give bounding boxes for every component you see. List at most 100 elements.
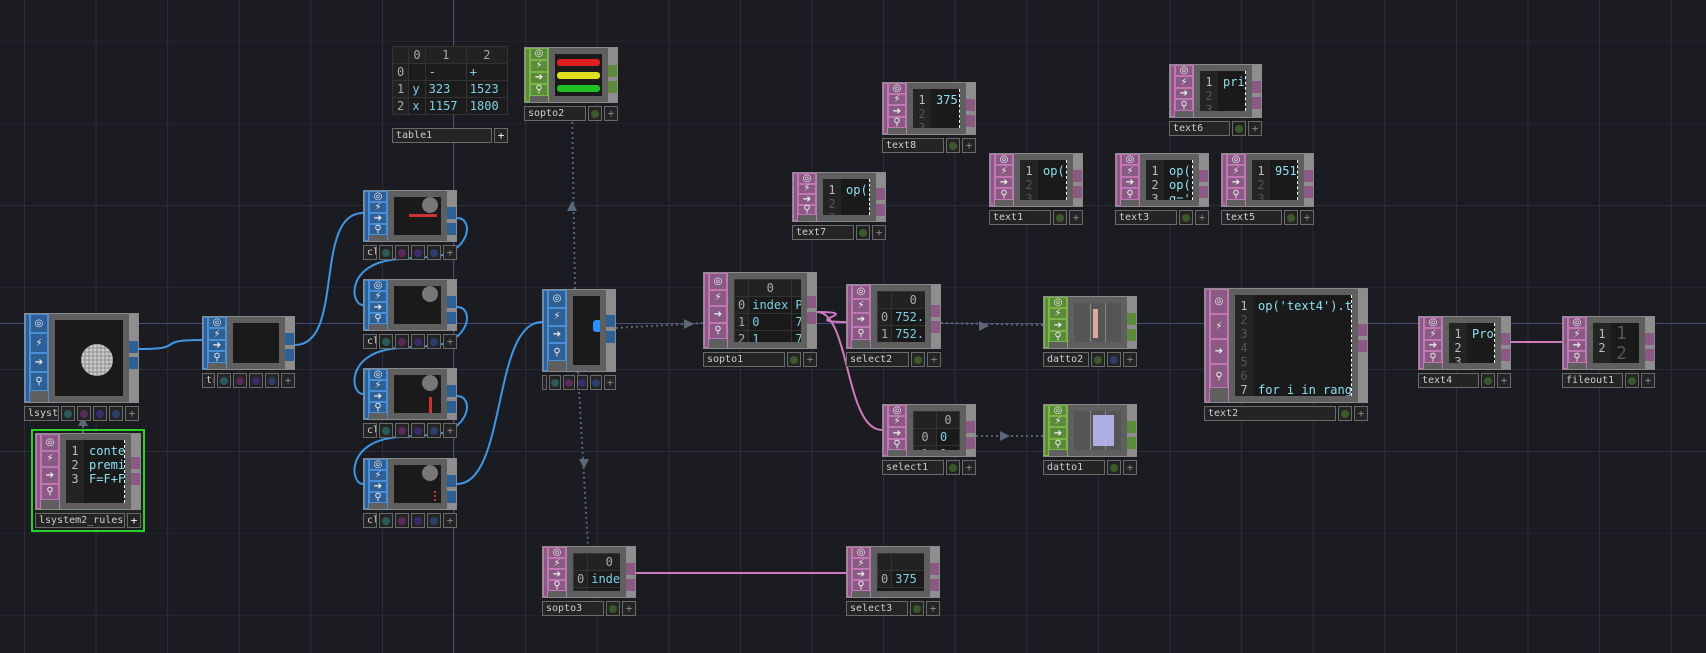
node-name[interactable]: text7	[792, 225, 854, 240]
output-connector[interactable]	[966, 114, 975, 127]
node-name[interactable]: null1	[542, 375, 547, 390]
output-connector[interactable]	[1199, 186, 1208, 199]
table-cell[interactable]	[408, 63, 426, 81]
node-name[interactable]: lsystem2	[24, 406, 59, 421]
output-connector[interactable]	[930, 562, 939, 575]
bypass-icon[interactable]: ⚡	[709, 289, 727, 306]
node-sopto2[interactable]: ◎⚡➔⚲ sopto2 +	[524, 47, 618, 121]
lock-icon[interactable]: ⚲	[1424, 351, 1442, 363]
node-flag-button[interactable]	[911, 352, 925, 367]
output-connector[interactable]	[606, 330, 615, 343]
bypass-icon[interactable]: ⚡	[852, 558, 870, 569]
add-icon[interactable]: +	[127, 513, 141, 528]
node-flag-button[interactable]	[411, 513, 425, 528]
output-connector[interactable]	[606, 314, 615, 327]
table-cell[interactable]: 1	[391, 80, 410, 98]
output-connector[interactable]	[1501, 333, 1510, 346]
add-icon[interactable]: +	[125, 406, 139, 421]
viewer-toggle-icon[interactable]: ◎	[369, 369, 387, 380]
bypass-icon[interactable]: ⚡	[30, 333, 48, 353]
node-select1[interactable]: ◎⚡➔⚲ 00011 select1 +	[882, 404, 976, 475]
node-lsystem2[interactable]: ◎⚡➔⚲ lsystem2 +	[24, 313, 139, 421]
lock-icon[interactable]: ⚲	[1227, 188, 1245, 200]
viewer-toggle-icon[interactable]: ◎	[852, 285, 870, 299]
bypass-icon[interactable]: ⚡	[995, 165, 1013, 177]
add-icon[interactable]: +	[604, 106, 618, 121]
output-connector[interactable]	[447, 384, 456, 397]
node-viewer[interactable]	[573, 296, 600, 365]
node-flag-button[interactable]	[910, 601, 924, 616]
output-connector[interactable]	[608, 64, 617, 77]
lock-icon[interactable]: ⚲	[1175, 99, 1193, 111]
bypass-icon[interactable]: ⚡	[1424, 328, 1442, 340]
node-flag-button[interactable]	[427, 334, 441, 349]
add-icon[interactable]: +	[962, 138, 976, 153]
output-connector[interactable]	[626, 578, 635, 591]
node-viewer[interactable]: 123context_igrpremise:F++F=F+F++F++F	[66, 440, 125, 503]
node-name[interactable]: table1	[392, 128, 492, 143]
output-connector[interactable]	[966, 436, 975, 449]
node-flag-button[interactable]	[1107, 352, 1121, 367]
output-connector[interactable]	[447, 295, 456, 308]
cook-icon[interactable]: ➔	[369, 302, 387, 313]
node-name[interactable]: fileout1	[1562, 373, 1623, 388]
table-cell[interactable]: x	[408, 97, 426, 115]
viewer-toggle-icon[interactable]: ◎	[208, 317, 226, 329]
output-connector[interactable]	[807, 312, 816, 325]
node-flag-button[interactable]	[61, 406, 75, 421]
node-name[interactable]: select2	[846, 352, 909, 367]
table-cell[interactable]: 1523	[465, 80, 509, 98]
wire-clip4-null1[interactable]	[456, 321, 543, 485]
lock-icon[interactable]: ⚲	[1568, 351, 1586, 363]
viewer-toggle-icon[interactable]: ◎	[1210, 289, 1228, 314]
node-viewer[interactable]	[1074, 411, 1121, 450]
node-flag-button[interactable]	[1053, 210, 1067, 225]
bypass-icon[interactable]: ⚡	[1121, 165, 1139, 177]
node-name[interactable]: text4	[1418, 373, 1479, 388]
lock-icon[interactable]: ⚲	[41, 483, 59, 500]
lock-icon[interactable]: ⚲	[888, 438, 906, 450]
add-icon[interactable]: +	[1300, 210, 1314, 225]
node-viewer[interactable]	[555, 54, 602, 96]
bypass-icon[interactable]: ⚡	[530, 59, 548, 72]
output-connector[interactable]	[1304, 170, 1313, 183]
output-connector[interactable]	[447, 474, 456, 487]
output-connector[interactable]	[129, 357, 138, 369]
output-connector[interactable]	[285, 333, 294, 346]
viewer-toggle-icon[interactable]: ◎	[369, 191, 387, 202]
cook-icon[interactable]: ➔	[369, 391, 387, 402]
node-text6[interactable]: ◎⚡➔⚲ 123print( text6 +	[1169, 64, 1262, 136]
table-cell[interactable]: 323	[424, 80, 467, 98]
output-connector[interactable]	[807, 296, 816, 309]
node-flag-button[interactable]	[109, 406, 123, 421]
output-connector[interactable]	[131, 457, 140, 470]
output-connector[interactable]	[1073, 170, 1082, 183]
node-flag-button[interactable]	[856, 225, 870, 240]
viewer-toggle-icon[interactable]: ◎	[1568, 317, 1586, 329]
add-icon[interactable]: +	[962, 460, 976, 475]
wire-transform1-clip1[interactable]	[294, 212, 364, 346]
bypass-icon[interactable]: ⚡	[1175, 76, 1193, 88]
bypass-icon[interactable]: ⚡	[369, 291, 387, 302]
add-icon[interactable]: +	[443, 245, 457, 260]
output-connector[interactable]	[1252, 97, 1261, 110]
lock-icon[interactable]: ⚲	[888, 116, 906, 128]
cook-icon[interactable]: ➔	[1049, 319, 1067, 331]
output-connector[interactable]	[876, 204, 885, 216]
node-viewer[interactable]	[394, 286, 441, 324]
output-connector[interactable]	[1073, 186, 1082, 199]
lock-icon[interactable]: ⚲	[548, 343, 566, 362]
output-connector[interactable]	[626, 562, 635, 575]
lock-icon[interactable]: ⚲	[852, 326, 870, 341]
output-connector[interactable]	[876, 188, 885, 200]
cook-icon[interactable]: ➔	[41, 467, 59, 484]
table-header-cell[interactable]: 1	[424, 46, 467, 64]
viewer-toggle-icon[interactable]: ◎	[30, 314, 48, 334]
node-name[interactable]: select1	[882, 460, 944, 475]
lock-icon[interactable]: ⚲	[1049, 438, 1067, 450]
cook-icon[interactable]: ➔	[888, 105, 906, 117]
node-viewer[interactable]	[394, 375, 441, 413]
